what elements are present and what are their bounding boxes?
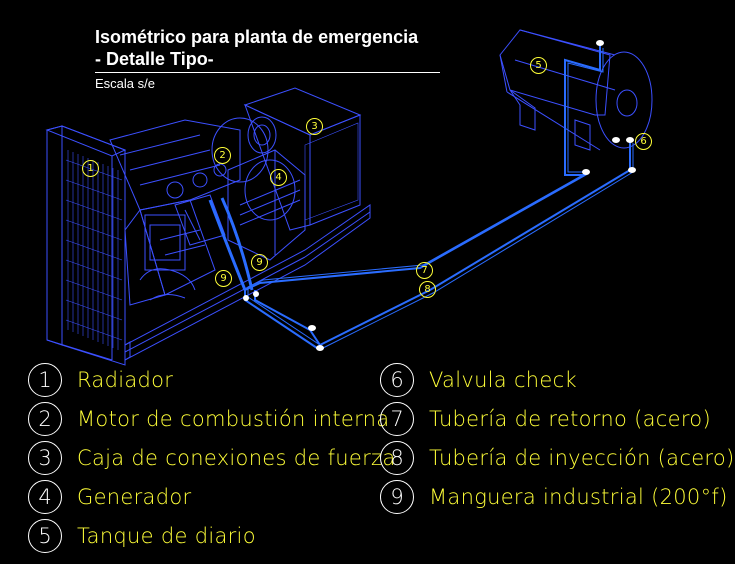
pipe-fittings [243, 40, 636, 351]
title-line-1: Isométrico para planta de emergencia [95, 27, 419, 47]
engine [109, 119, 241, 306]
callout-engine: 2 [214, 147, 231, 164]
callout-connection-box: 3 [306, 118, 323, 135]
isometric-drawing [45, 29, 653, 366]
callout-generator: 4 [270, 169, 287, 186]
callout-hose-b: 9 [251, 254, 268, 271]
scale-note: Escala s/e [95, 76, 155, 91]
callout-return-pipe: 7 [416, 262, 433, 279]
base-skid [124, 204, 371, 361]
day-tank [499, 29, 653, 151]
title-line-2: - Detalle Tipo- [95, 49, 214, 69]
callout-check-valve: 6 [635, 133, 652, 150]
generator [211, 116, 306, 261]
piping [208, 45, 634, 351]
drawing-title: Isométrico para planta de emergencia - D… [95, 26, 418, 70]
title-underline [95, 72, 440, 73]
callout-hose-a: 9 [215, 270, 232, 287]
callout-injection-pipe: 8 [419, 281, 436, 298]
connection-box [243, 87, 362, 231]
callout-day-tank: 5 [530, 57, 547, 74]
callout-radiator: 1 [82, 160, 99, 177]
radiator [45, 125, 127, 366]
